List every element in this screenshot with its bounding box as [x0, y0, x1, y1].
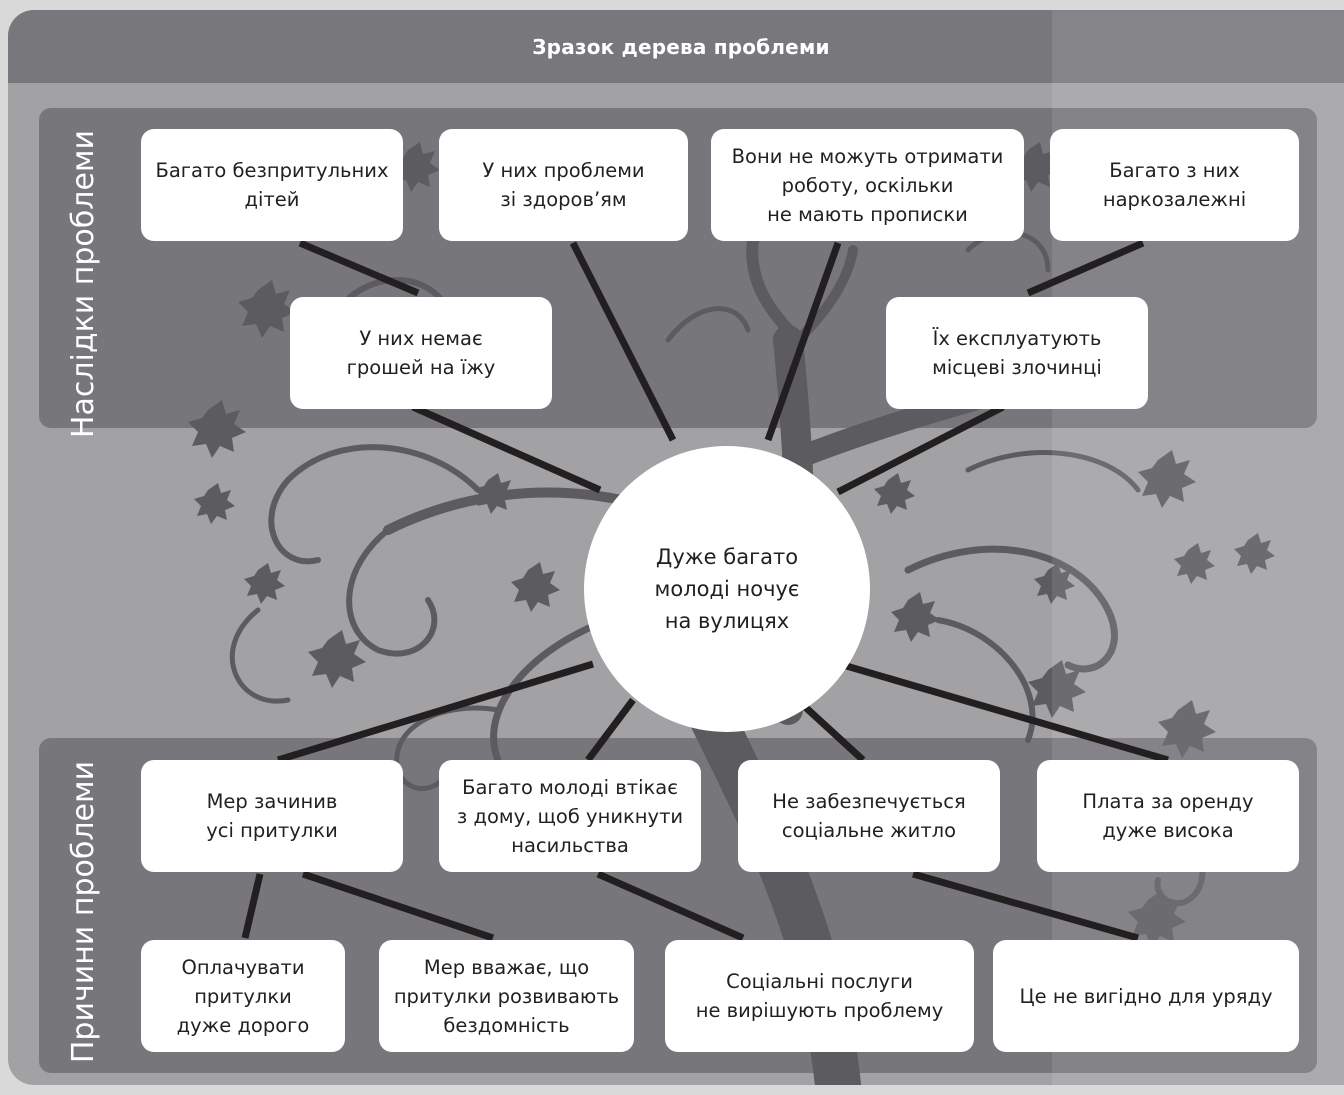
page-title: Зразок дерева проблеми: [532, 35, 830, 59]
connector-line: [276, 660, 595, 764]
effect-box: Багато з них наркозалежні: [1050, 129, 1299, 241]
connector-line: [241, 873, 264, 939]
connector-line: [301, 870, 495, 942]
effect-box: Вони не можуть отримати роботу, оскільки…: [711, 129, 1024, 241]
effect-box: Їх експлуатують місцеві злочинці: [886, 297, 1148, 409]
connector-lines: [241, 239, 1169, 942]
cause-box: Це не вигідно для уряду: [993, 940, 1299, 1052]
cause-box: Соціальні послуги не вирішують проблему: [665, 940, 974, 1052]
cause-box: Мер вважає, що притулки розвивають бездо…: [379, 940, 634, 1052]
connector-line: [912, 870, 1139, 942]
core-problem-circle: Дуже багато молоді ночує на вулицях: [584, 446, 870, 732]
cause-box: Мер зачинив усі притулки: [141, 760, 403, 872]
effect-box: Багато безпритульних дітей: [141, 129, 403, 241]
effects-label: Наслідки проблеми: [66, 129, 101, 439]
effect-box: У них немає грошей на їжу: [290, 297, 552, 409]
cause-box: Плата за оренду дуже висока: [1037, 760, 1299, 872]
effect-box: У них проблеми зі здоров’ям: [439, 129, 688, 241]
connector-line: [1026, 239, 1145, 297]
connector-line: [596, 870, 745, 942]
cause-box: Оплачувати притулки дуже дорого: [141, 940, 345, 1052]
problem-tree-diagram: Зразок дерева проблеми Наслідки проблеми…: [8, 10, 1344, 1085]
cause-box: Багато молоді втікає з дому, щоб уникнут…: [439, 760, 701, 872]
connector-line: [585, 697, 636, 763]
header-bar: [8, 10, 1344, 83]
connector-line: [800, 702, 866, 763]
connector-line: [569, 241, 677, 442]
connector-line: [836, 403, 1005, 496]
connector-line: [764, 241, 842, 442]
connector-line: [298, 239, 420, 297]
causes-label: Причини проблеми: [66, 760, 101, 1064]
connector-line: [842, 661, 1169, 764]
cause-box: Не забезпечується соціальне житло: [738, 760, 1000, 872]
connector-line: [411, 403, 602, 494]
